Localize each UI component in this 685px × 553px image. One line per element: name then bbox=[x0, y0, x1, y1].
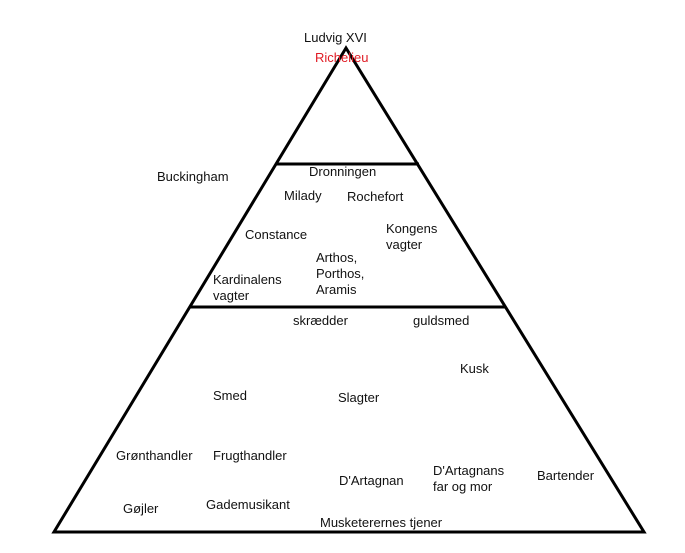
label-buckingham: Buckingham bbox=[157, 169, 229, 184]
label-kusk: Kusk bbox=[460, 361, 489, 376]
label-rochefort: Rochefort bbox=[347, 189, 404, 204]
label-guldsmed: guldsmed bbox=[413, 313, 470, 328]
label-richelieu: Richelieu bbox=[315, 50, 369, 65]
label-ludvig-xvi: Ludvig XVI bbox=[304, 30, 367, 45]
label-dartagnan: D'Artagnan bbox=[339, 473, 404, 488]
pyramid-outline bbox=[51, 45, 647, 534]
label-dronningen: Dronningen bbox=[309, 164, 377, 179]
label-milady: Milady bbox=[284, 188, 322, 203]
label-slagter: Slagter bbox=[338, 390, 380, 405]
label-smed: Smed bbox=[213, 388, 247, 403]
label-gronthandler: Grønthandler bbox=[116, 448, 193, 463]
label-dartagnans-far-og-mor: D'Artagnans far og mor bbox=[433, 463, 505, 494]
label-gojler: Gøjler bbox=[123, 501, 159, 516]
label-frugthandler: Frugthandler bbox=[213, 448, 287, 463]
label-kongens-vagter: Kongens vagter bbox=[386, 221, 438, 252]
label-bartender: Bartender bbox=[537, 468, 595, 483]
label-gademusikant: Gademusikant bbox=[206, 497, 290, 512]
label-musketerernes-tjener: Musketerernes tjener bbox=[320, 515, 443, 530]
label-constance: Constance bbox=[245, 227, 308, 242]
label-arthos-porthos-aramis: Arthos, Porthos, Aramis bbox=[316, 250, 365, 297]
label-skraedder: skrædder bbox=[293, 313, 348, 328]
label-kardinalens-vagter: Kardinalens vagter bbox=[213, 272, 282, 303]
